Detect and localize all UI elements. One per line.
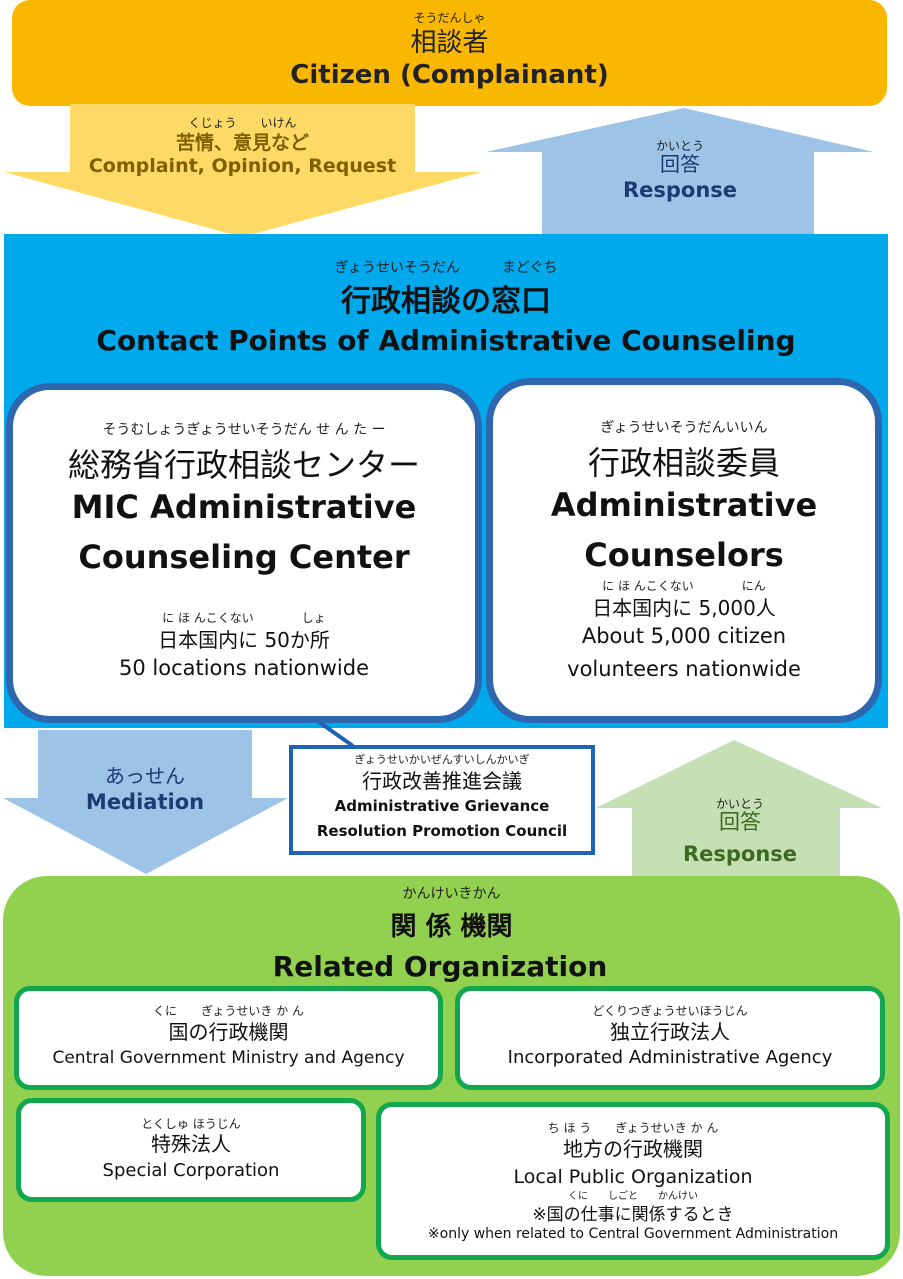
org-local-note-ruby: くに しごと かんけい: [568, 1191, 698, 1202]
related-jp: 関 係 機関: [390, 912, 513, 942]
response-bottom-en: Response: [682, 842, 798, 866]
mic-ruby: そうむしょうぎょうせいそうだん せ ん た ー: [102, 422, 386, 438]
org-local-note-en: ※only when related to Central Government…: [427, 1226, 839, 1242]
org-local-ruby: ち ほ う ぎょうせいき か ん: [547, 1121, 719, 1135]
contact-en: Contact Points of Administrative Counsel…: [96, 324, 796, 357]
counselors-count-en-line2: volunteers nationwide: [567, 657, 801, 681]
citizen-box: [12, 0, 887, 106]
org-central-jp: 国の行政機関: [168, 1020, 289, 1044]
counselors-panel: [486, 378, 882, 723]
complaint-jp: 苦情、意見など: [175, 132, 309, 154]
org-special-corporation: [16, 1098, 366, 1202]
org-local-public: [376, 1102, 890, 1260]
counselors-ruby: ぎょうせいそうだんいいん: [600, 420, 768, 436]
org-incorporated-ruby: どくりつぎょうせいほうじん: [592, 1004, 748, 1018]
council-en-line1: Administrative Grievance: [334, 797, 550, 815]
complaint-en: Complaint, Opinion, Request: [88, 155, 397, 177]
contact-ruby: ぎょうせいそうだん まどぐち: [334, 260, 558, 276]
mediation-arrow: [3, 730, 288, 874]
counselors-en-line1: Administrative: [550, 486, 818, 524]
response-top-jp: 回答: [660, 152, 700, 176]
org-incorporated-en: Incorporated Administrative Agency: [507, 1047, 833, 1068]
citizen-jp: 相談者: [410, 28, 489, 58]
counselors-jp: 行政相談委員: [587, 444, 780, 482]
org-local-note-jp: ※国の仕事に関係するとき: [532, 1205, 734, 1225]
mediation-en: Mediation: [85, 790, 205, 814]
response-top-en: Response: [622, 178, 738, 202]
related-en: Related Organization: [272, 950, 608, 983]
response-arrow-top: [486, 108, 874, 234]
response-bottom-ruby: かいとう: [715, 797, 764, 811]
council-box: [289, 745, 595, 855]
mic-count-ruby: に ほ んこくない しょ: [162, 611, 326, 625]
council-ruby: ぎょうせいかいぜんすいしんかいぎ: [354, 753, 530, 766]
complaint-ruby: くじょう いけん: [188, 116, 297, 130]
org-central-en: Central Government Ministry and Agency: [52, 1048, 405, 1068]
complaint-arrow: [4, 104, 482, 237]
org-incorporated-agency: [455, 986, 885, 1090]
org-central-ruby: くに ぎょうせいき か ん: [152, 1004, 305, 1018]
mediation-jp: あっせん: [105, 764, 185, 788]
org-special-ruby: とくしゅ ほうじん: [141, 1117, 241, 1131]
citizen-en: Citizen (Complainant): [290, 60, 609, 90]
org-special-en: Special Corporation: [102, 1160, 280, 1181]
org-local-jp: 地方の行政機関: [563, 1137, 703, 1161]
org-central-government: [14, 986, 443, 1090]
counselors-count-en-line1: About 5,000 citizen: [581, 624, 787, 648]
mic-en-line1: MIC Administrative: [71, 488, 417, 526]
mic-center-panel: [6, 383, 482, 723]
response-top-ruby: かいとう: [655, 139, 704, 153]
contact-jp: 行政相談の窓口: [341, 284, 551, 319]
citizen-ruby: そうだんしゃ: [413, 11, 486, 25]
counselors-count-ruby: に ほ んこくない にん: [602, 579, 766, 593]
council-jp: 行政改善推進会議: [362, 769, 522, 793]
mic-count-en: 50 locations nationwide: [118, 656, 369, 680]
related-ruby: かんけいきかん: [402, 886, 501, 902]
mic-en-line2: Counseling Center: [78, 538, 410, 576]
org-special-jp: 特殊法人: [151, 1132, 231, 1156]
org-incorporated-jp: 独立行政法人: [610, 1020, 730, 1044]
org-local-en: Local Public Organization: [513, 1166, 753, 1188]
mic-jp: 総務省行政相談センター: [67, 446, 420, 484]
council-en-line2: Resolution Promotion Council: [316, 822, 568, 840]
counselors-en-line2: Counselors: [584, 536, 784, 574]
response-arrow-bottom: [596, 740, 882, 876]
counselors-count-jp: 日本国内に 5,000人: [592, 596, 776, 620]
mic-count-jp: 日本国内に 50か所: [158, 628, 330, 652]
council-connector: [317, 720, 355, 748]
response-bottom-jp: 回答: [719, 810, 761, 834]
